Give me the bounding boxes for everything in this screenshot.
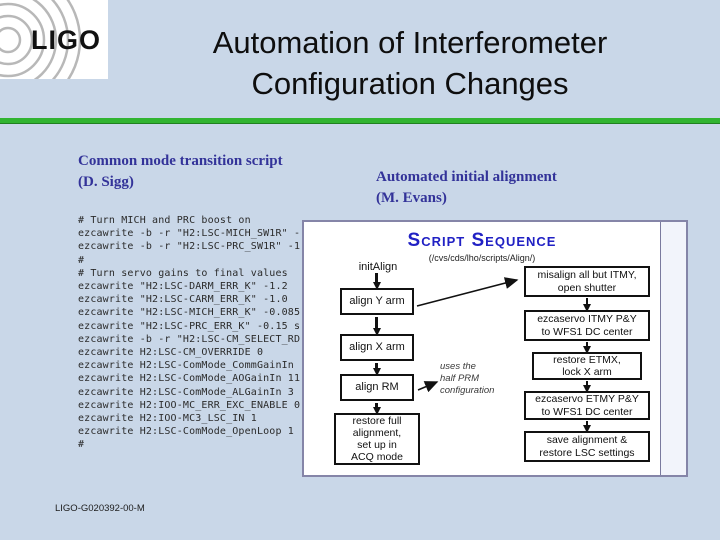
flow-step-ezcaservo-etmy: ezcaservo ETMY P&Y to WFS1 DC center — [524, 391, 650, 420]
slide-title: Automation of Interferometer Configurati… — [110, 22, 710, 104]
flow-arrow-down-icon — [583, 298, 591, 312]
document-id: LIGO-G020392-00-M — [55, 503, 145, 514]
diagram-right-margin-strip — [660, 222, 686, 475]
flow-arrow-down-icon — [372, 317, 381, 336]
ligo-logo: LIGO — [0, 0, 108, 79]
flow-arrow-down-icon — [372, 403, 381, 415]
half-prm-note: uses the half PRM configuration — [440, 361, 495, 396]
title-divider-rule — [0, 118, 720, 124]
flow-arrow-down-icon — [583, 381, 591, 393]
flow-step-misalign-all-but-itmy: misalign all but ITMY, open shutter — [524, 266, 650, 297]
right-section-author: (M. Evans) — [376, 190, 447, 206]
flow-arrow-down-icon — [583, 421, 591, 433]
slide-title-line2: Configuration Changes — [251, 66, 569, 101]
slide-title-line1: Automation of Interferometer — [212, 25, 608, 60]
flow-arrow-down-icon — [372, 273, 381, 290]
left-section-title: Common mode transition script — [78, 153, 283, 169]
left-section-author: (D. Sigg) — [78, 174, 134, 190]
flow-start-label: initAlign — [358, 261, 398, 273]
flow-step-align-x-arm: align X arm — [340, 334, 414, 361]
flow-step-align-rm: align RM — [340, 374, 414, 401]
flow-step-ezcaservo-itmy: ezcaservo ITMY P&Y to WFS1 DC center — [524, 310, 650, 341]
ligo-wordmark: LIGO — [31, 25, 101, 55]
diagram-title: Script Sequence — [407, 230, 557, 251]
flow-step-restore-full-alignment: restore full alignment, set up in ACQ mo… — [334, 413, 420, 465]
right-section-heading: Automated initial alignment (M. Evans) — [376, 167, 557, 209]
flow-arrow-down-icon — [583, 342, 591, 354]
diagram-subtitle: (/cvs/cds/lho/scripts/Align/) — [428, 253, 536, 263]
right-section-title: Automated initial alignment — [376, 169, 557, 185]
flow-arrow-down-icon — [372, 363, 381, 376]
flow-step-restore-etmx: restore ETMX, lock X arm — [532, 352, 642, 380]
script-sequence-diagram: Script Sequence (/cvs/cds/lho/scripts/Al… — [302, 220, 688, 477]
left-section-heading: Common mode transition script (D. Sigg) — [78, 151, 283, 193]
flow-step-align-y-arm: align Y arm — [340, 288, 414, 315]
flow-step-save-alignment: save alignment & restore LSC settings — [524, 431, 650, 462]
script-code-listing: # Turn MICH and PRC boost on ezcawrite -… — [78, 215, 301, 451]
